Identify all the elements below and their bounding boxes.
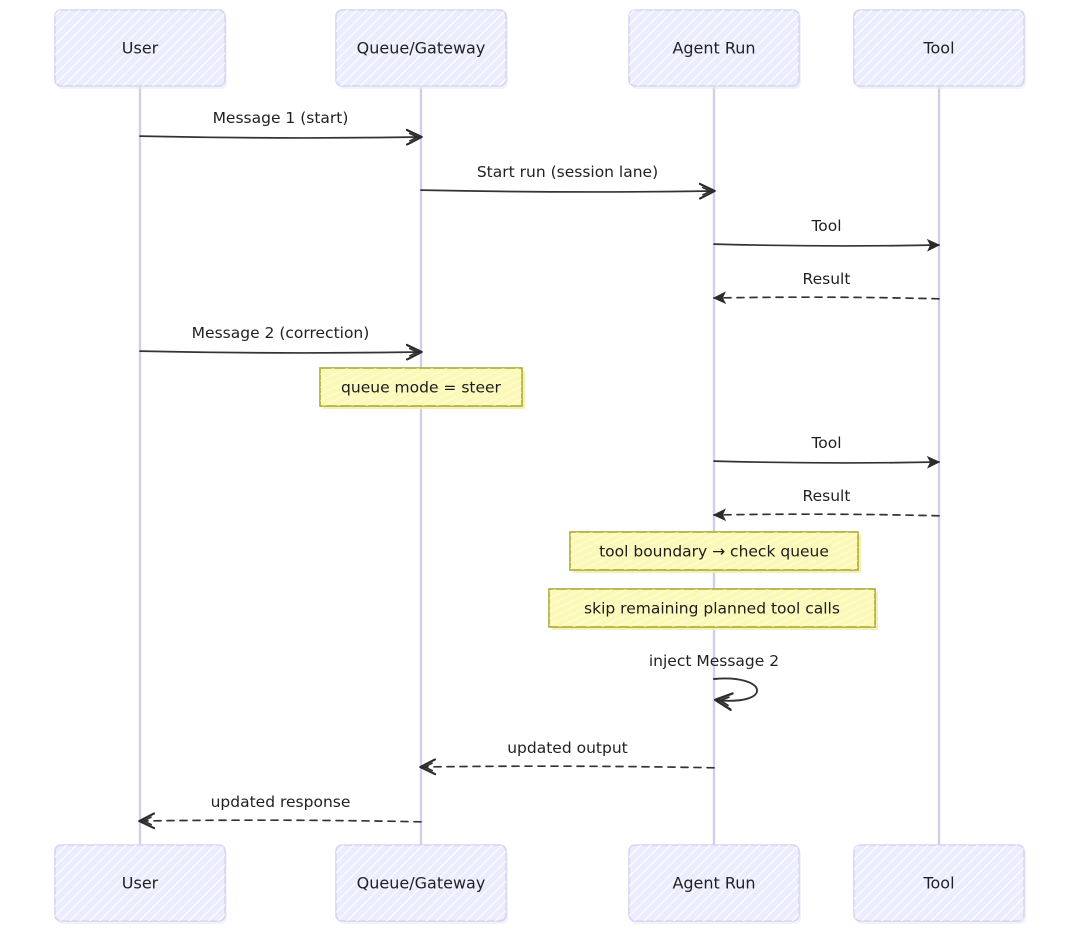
participant-label-tool: Tool <box>922 874 954 893</box>
participant-box-hatch <box>55 845 225 921</box>
message-line <box>140 820 422 822</box>
message-m3: Tool <box>713 217 941 252</box>
message-m7: Result <box>712 487 940 522</box>
message-label: Tool <box>810 217 841 235</box>
participant-queue-top[interactable]: Queue/Gateway <box>335 9 508 89</box>
message-label: Tool <box>810 434 841 452</box>
message-m8: updated output <box>421 739 715 768</box>
participant-label-user: User <box>122 39 159 58</box>
participant-box-hatch <box>629 10 799 86</box>
message-label: Message 1 (start) <box>213 109 349 127</box>
message-m4: Result <box>712 270 940 305</box>
note-text: queue mode = steer <box>341 379 502 397</box>
participant-label-agent: Agent Run <box>672 39 755 58</box>
notes-group: queue mode = steer tool boundary → check … <box>319 367 878 630</box>
message-m1: Message 1 (start) <box>139 109 421 138</box>
participant-agent-top[interactable]: Agent Run <box>628 9 801 89</box>
participant-queue-bottom[interactable]: Queue/Gateway <box>335 844 508 924</box>
participant-label-tool: Tool <box>922 39 954 58</box>
self-message-label: inject Message 2 <box>649 652 779 670</box>
self-message-loop <box>713 677 758 700</box>
self-message-self1: inject Message 2 <box>649 652 779 701</box>
message-m6: Tool <box>713 434 941 469</box>
note-n3[interactable]: skip remaining planned tool calls <box>548 588 878 630</box>
lifelines-group <box>138 86 941 845</box>
message-line <box>139 351 421 353</box>
note-n2[interactable]: tool boundary → check queue <box>569 531 861 573</box>
participant-label-user: User <box>122 874 159 893</box>
message-label: updated output <box>507 739 628 757</box>
message-m9: updated response <box>140 793 422 822</box>
message-m5: Message 2 (correction) <box>139 324 421 353</box>
message-m2: Start run (session lane) <box>420 163 714 192</box>
note-box-hatch <box>549 589 875 627</box>
participant-box-hatch <box>336 10 506 86</box>
message-line <box>420 190 714 192</box>
note-n1[interactable]: queue mode = steer <box>319 367 525 409</box>
participant-user-top[interactable]: User <box>54 9 227 89</box>
participant-box-hatch <box>55 10 225 86</box>
message-line <box>421 766 715 768</box>
participant-box-hatch <box>854 845 1024 921</box>
participant-tool-bottom[interactable]: Tool <box>853 844 1026 924</box>
participant-label-agent: Agent Run <box>672 874 755 893</box>
note-text: tool boundary → check queue <box>599 543 829 561</box>
note-text: skip remaining planned tool calls <box>584 600 840 618</box>
participant-user-bottom[interactable]: User <box>54 844 227 924</box>
participant-box-hatch <box>854 10 1024 86</box>
participant-tool-top[interactable]: Tool <box>853 9 1026 89</box>
message-line <box>713 238 941 252</box>
message-line <box>139 136 421 138</box>
note-box-hatch <box>320 368 522 406</box>
message-line <box>712 508 940 522</box>
note-box-hatch <box>570 532 858 570</box>
participant-label-queue: Queue/Gateway <box>357 39 486 58</box>
message-label: Result <box>803 270 851 288</box>
message-line <box>712 291 940 305</box>
participant-label-queue: Queue/Gateway <box>357 874 486 893</box>
message-label: Message 2 (correction) <box>192 324 370 342</box>
messages-group: Message 1 (start) Start run (session lane… <box>139 109 941 822</box>
participant-box-hatch <box>336 845 506 921</box>
message-label: Start run (session lane) <box>477 163 658 181</box>
message-line <box>713 455 941 469</box>
participant-agent-bottom[interactable]: Agent Run <box>628 844 801 924</box>
message-label: Result <box>803 487 851 505</box>
message-label: updated response <box>211 793 351 811</box>
participant-boxes-group: UserUserQueue/GatewayQueue/GatewayAgent … <box>54 9 1026 924</box>
participant-box-hatch <box>629 845 799 921</box>
